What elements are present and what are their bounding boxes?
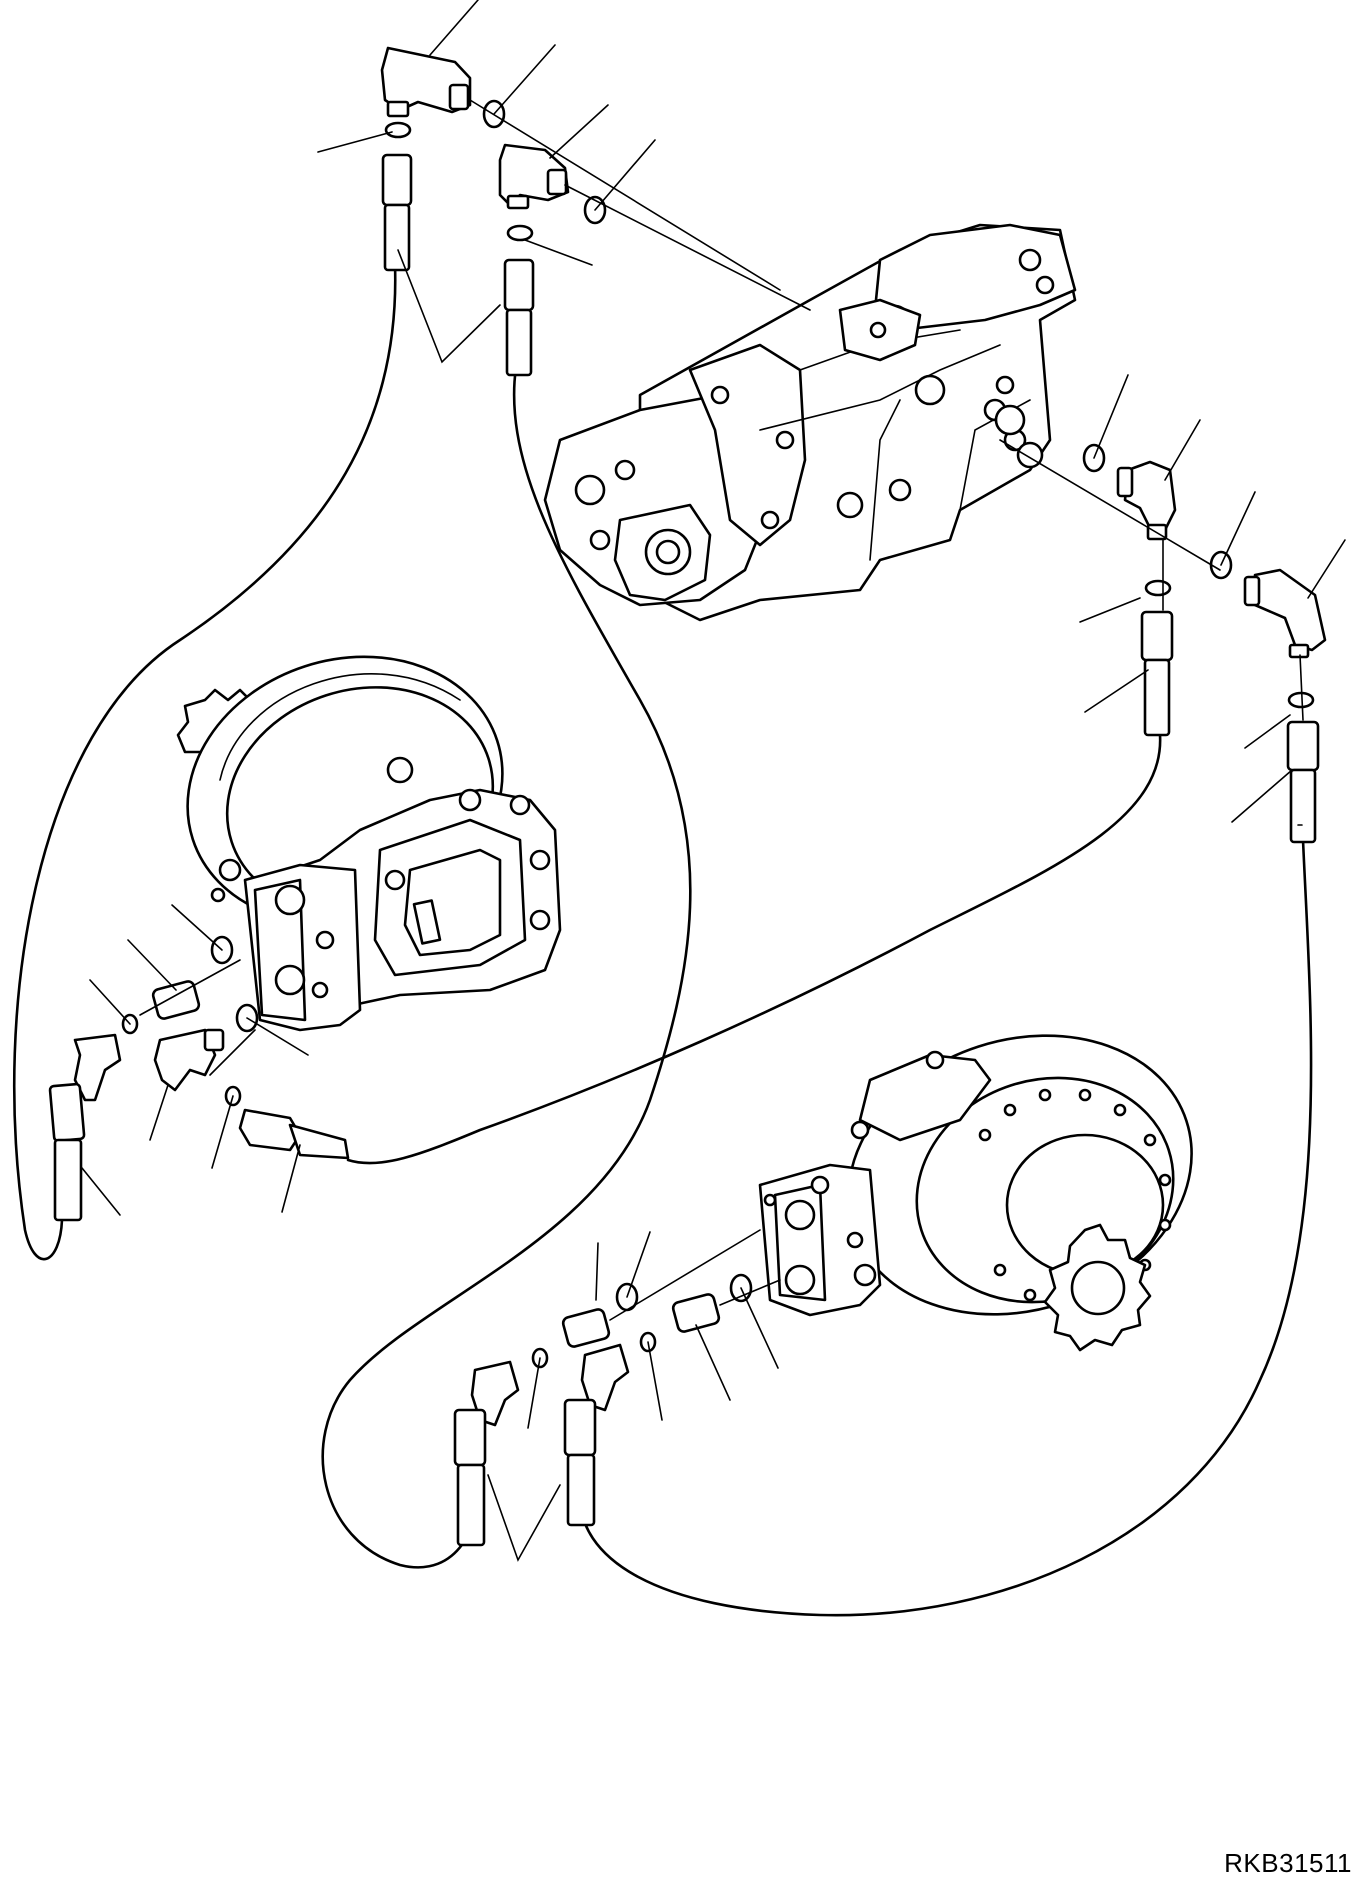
hose-end-fitting — [48, 1082, 86, 1143]
straight-fitting — [238, 1108, 302, 1152]
fittings-top — [380, 46, 811, 377]
leader-lines — [81, 0, 1346, 1562]
elbow-fitting — [1253, 568, 1327, 652]
hose-end-fitting — [453, 1408, 487, 1467]
hose-b — [321, 358, 692, 1569]
hose-end-fitting — [1286, 720, 1320, 772]
o-ring — [1287, 691, 1315, 709]
adapter-fitting — [561, 1308, 611, 1348]
o-ring — [384, 121, 412, 139]
hose-end-fitting — [1140, 610, 1174, 662]
o-ring — [1144, 579, 1172, 597]
hose-end-fitting — [563, 1398, 597, 1457]
hose-a — [12, 263, 397, 1261]
fittings-right-motor — [453, 1229, 781, 1547]
hose-end-fitting — [381, 153, 413, 207]
o-ring — [506, 224, 534, 242]
hoses — [12, 263, 1313, 1617]
pump-assembly — [543, 223, 1077, 622]
hose-d — [578, 838, 1313, 1617]
elbow-fitting — [380, 46, 472, 114]
hose-c — [346, 733, 1162, 1165]
fittings-right — [999, 439, 1327, 844]
hose-end-fitting — [503, 258, 535, 312]
adapter-fitting — [671, 1293, 721, 1333]
travel-motor-left — [176, 655, 562, 1032]
drawing-reference-code: RKB31511 — [1224, 1848, 1352, 1878]
travel-motor-right — [758, 1034, 1193, 1352]
